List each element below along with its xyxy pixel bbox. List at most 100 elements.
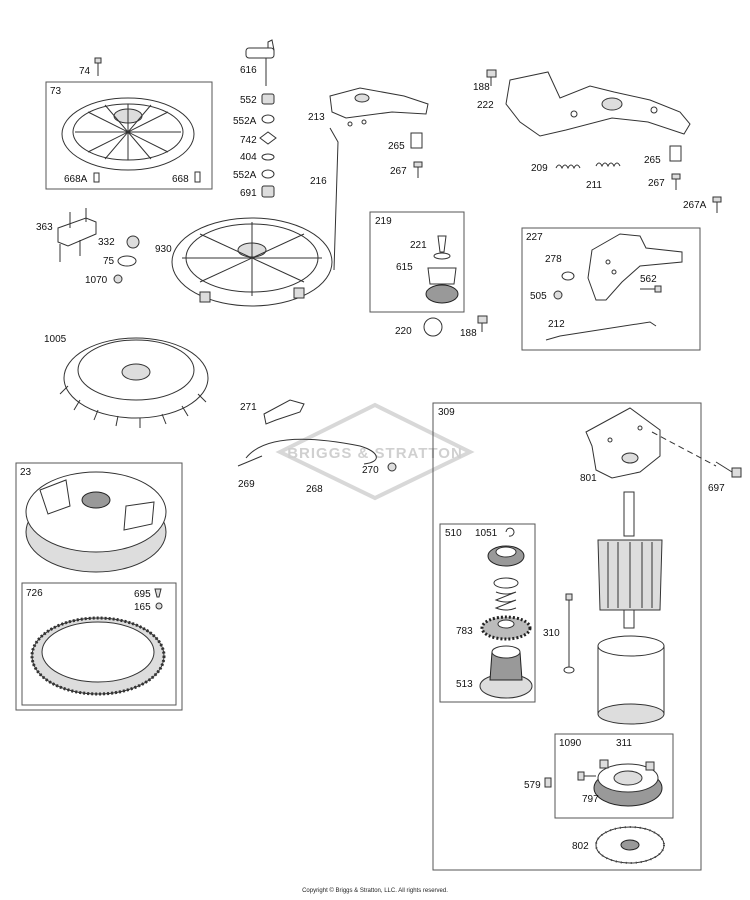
part-726-ring-gear — [30, 616, 166, 696]
part-75-washer — [117, 255, 137, 267]
part-armature — [597, 491, 663, 629]
part-783-pinion-gear — [480, 615, 532, 641]
part-stop-nut — [487, 545, 525, 567]
label-783: 783 — [456, 626, 473, 637]
label-579: 579 — [524, 780, 541, 791]
part-267-screw-2 — [671, 173, 681, 190]
part-spring — [494, 591, 517, 611]
part-269-wire — [237, 455, 263, 467]
label-930: 930 — [155, 244, 172, 255]
label-209: 209 — [531, 163, 548, 174]
label-802: 802 — [572, 841, 589, 852]
group-box-726 — [21, 582, 177, 706]
label-311: 311 — [616, 738, 632, 749]
group-box-219 — [369, 211, 465, 313]
part-505 — [553, 290, 563, 300]
label-695: 695 — [134, 589, 151, 600]
part-213-bracket — [329, 87, 429, 127]
label-271: 271 — [240, 402, 257, 413]
part-188-bolt — [486, 69, 497, 86]
label-404: 404 — [240, 152, 257, 163]
label-1051: 1051 — [475, 528, 498, 539]
part-267-screw — [413, 161, 423, 178]
part-washer — [493, 577, 519, 589]
part-668A — [93, 172, 100, 183]
part-668 — [194, 171, 201, 183]
part-starter-housing — [597, 635, 665, 725]
part-209-spring — [555, 164, 581, 170]
part-579 — [544, 777, 552, 788]
label-1005: 1005 — [44, 334, 67, 345]
label-505: 505 — [530, 291, 547, 302]
part-271-bracket — [263, 399, 305, 425]
label-332: 332 — [98, 237, 115, 248]
label-23: 23 — [20, 467, 32, 478]
label-616: 616 — [240, 65, 257, 76]
part-227-control-plate — [587, 233, 683, 301]
label-697: 697 — [708, 483, 725, 494]
part-1005-flywheel — [59, 337, 209, 428]
copyright-notice: Copyright © Briggs & Stratton, LLC. All … — [302, 888, 448, 894]
label-74: 74 — [79, 66, 91, 77]
label-552: 552 — [240, 95, 257, 106]
label-267A: 267A — [683, 200, 707, 211]
part-310-through-bolt — [563, 593, 575, 674]
part-23-flywheel-assembly — [25, 471, 167, 573]
label-309: 309 — [438, 407, 455, 418]
group-box-23 — [15, 462, 183, 711]
label-552A: 552A — [233, 116, 257, 127]
label-212: 212 — [548, 319, 565, 330]
group-box-510 — [439, 523, 536, 703]
label-691: 691 — [240, 188, 257, 199]
part-268-cable — [245, 438, 377, 465]
label-221: 221 — [410, 240, 427, 251]
part-930-rotating-screen — [171, 217, 333, 307]
label-265: 265 — [388, 141, 405, 152]
part-278 — [561, 271, 575, 281]
part-311-brush-assembly — [593, 759, 663, 807]
label-615: 615 — [396, 262, 413, 273]
label-267-2: 267 — [648, 178, 665, 189]
part-332-nut — [126, 235, 140, 249]
part-265-2 — [669, 145, 682, 162]
label-742: 742 — [240, 135, 257, 146]
part-267A-screw — [712, 196, 722, 213]
label-1070: 1070 — [85, 275, 108, 286]
part-802-end-cap — [595, 826, 665, 864]
part-615-gear — [425, 267, 459, 304]
label-188-2: 188 — [460, 328, 477, 339]
part-697-bolt — [715, 461, 742, 478]
part-220 — [423, 317, 443, 337]
part-221-ring — [433, 252, 451, 260]
label-75: 75 — [103, 256, 115, 267]
leader-697 — [651, 431, 717, 467]
label-213: 213 — [308, 112, 325, 123]
part-211-spring — [595, 162, 621, 168]
part-742 — [259, 131, 277, 145]
label-797: 797 — [582, 794, 599, 805]
label-552A-2: 552A — [233, 170, 257, 181]
label-668: 668 — [172, 174, 189, 185]
part-222-control-bracket — [505, 71, 691, 137]
label-1090: 1090 — [559, 738, 582, 749]
part-74-screw — [94, 57, 102, 76]
part-363-bracket — [57, 208, 97, 262]
part-616-shaft — [245, 39, 275, 86]
group-box-73 — [45, 81, 213, 190]
label-222: 222 — [477, 100, 494, 111]
part-73-cover — [61, 97, 195, 171]
label-269: 269 — [238, 479, 255, 490]
part-1051-clip — [505, 527, 515, 537]
label-668A: 668A — [64, 174, 88, 185]
part-797-terminal — [577, 771, 596, 781]
part-270 — [387, 462, 397, 472]
part-404 — [261, 153, 275, 161]
label-267: 267 — [390, 166, 407, 177]
label-219: 219 — [375, 216, 392, 227]
part-513-drive — [479, 645, 533, 699]
group-box-309 — [432, 402, 702, 871]
label-165: 165 — [134, 602, 151, 613]
part-801-bracket — [585, 407, 661, 479]
part-552A — [261, 114, 275, 124]
label-73: 73 — [50, 86, 62, 97]
